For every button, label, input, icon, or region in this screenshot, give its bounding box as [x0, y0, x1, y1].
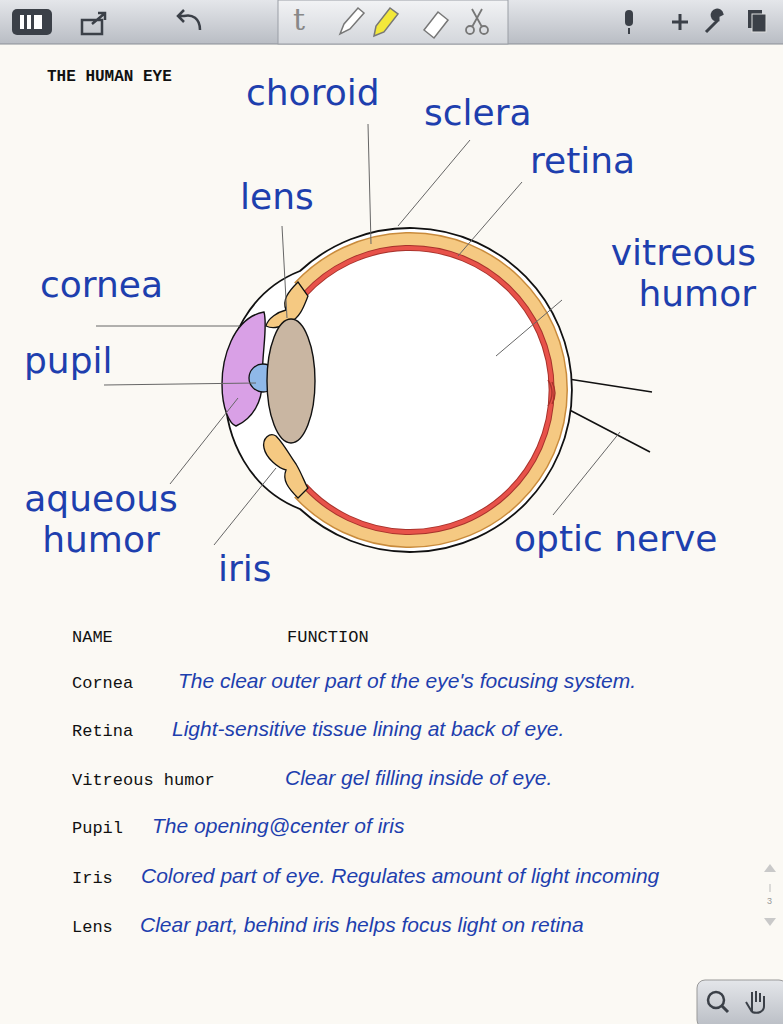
mic-icon	[625, 10, 633, 34]
table-function-cell: Clear part, behind iris helps focus ligh…	[140, 913, 584, 937]
highlighter-icon	[374, 8, 398, 36]
lens	[267, 319, 315, 443]
part-label: retina	[530, 140, 635, 181]
retina	[305, 248, 552, 532]
table-name-cell: Pupil	[72, 819, 123, 838]
eye-drawing	[222, 228, 652, 552]
wrench-icon	[706, 10, 722, 32]
table-function-cell: Light-sensitive tissue lining at back of…	[172, 717, 564, 741]
table-function-cell: The opening@center of iris	[152, 814, 404, 838]
part-label: cornea	[40, 264, 163, 305]
pages-icon	[748, 10, 766, 32]
part-label: iris	[218, 548, 272, 589]
part-label: lens	[240, 176, 314, 217]
optic-nerve	[560, 378, 652, 452]
table-name-cell: Iris	[72, 869, 113, 888]
pencil-icon	[340, 8, 364, 34]
choroid-edge	[300, 240, 560, 540]
part-label: vitreous humor	[556, 232, 756, 315]
toolbar	[0, 0, 783, 44]
column-header: NAME	[72, 628, 113, 647]
sclera	[225, 228, 572, 552]
table-name-cell: Vitreous humor	[72, 771, 215, 790]
part-label: optic nerve	[514, 518, 717, 559]
eraser-icon	[424, 12, 448, 38]
table-name-cell: Lens	[72, 918, 113, 937]
iris-lower	[264, 435, 308, 498]
share-icon	[82, 13, 105, 34]
table-name-cell: Retina	[72, 722, 133, 741]
table-name-cell: Cornea	[72, 674, 133, 693]
page-number: 3	[767, 896, 772, 906]
tool-group	[278, 0, 508, 44]
part-label: sclera	[424, 92, 532, 133]
zoom-hand-button	[697, 980, 783, 1024]
table-function-cell: Colored part of eye. Regulates amount of…	[141, 864, 659, 888]
part-label: aqueous humor	[6, 478, 196, 561]
part-label: pupil	[24, 340, 113, 381]
retina-edge	[305, 248, 552, 532]
library-button	[12, 9, 52, 35]
table-function-cell: The clear outer part of the eye's focusi…	[178, 669, 636, 693]
plus-icon	[672, 14, 688, 30]
page-title: THE HUMAN EYE	[47, 68, 172, 86]
part-label: choroid	[246, 72, 380, 113]
choroid	[300, 240, 560, 540]
text-tool-icon: t	[293, 2, 305, 37]
table-function-cell: Clear gel filling inside of eye.	[285, 766, 552, 790]
scissors-icon	[466, 9, 488, 34]
column-header: FUNCTION	[287, 628, 369, 647]
scroll-arrows	[764, 864, 776, 926]
undo-icon	[178, 10, 200, 30]
